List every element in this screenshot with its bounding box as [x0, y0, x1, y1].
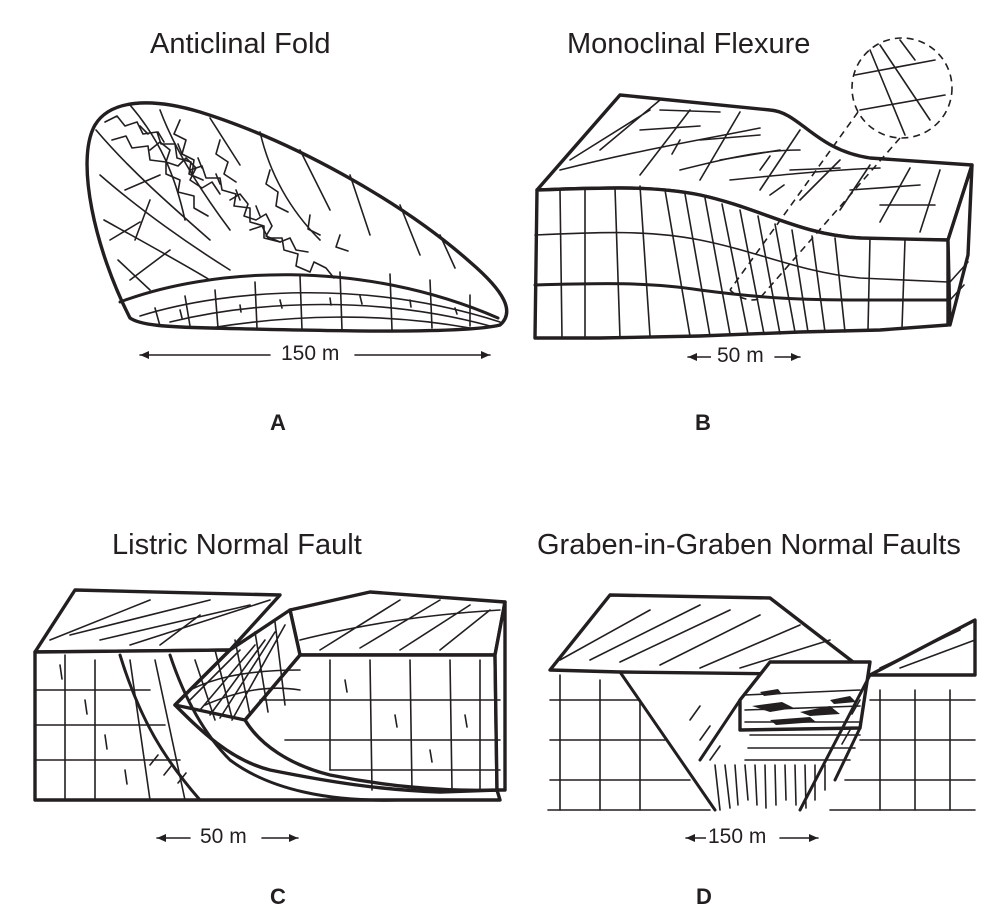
monoclinal-flexure-diagram [533, 37, 974, 340]
listric-normal-fault-diagram [33, 588, 507, 802]
panel-c-letter: C [270, 884, 286, 909]
panel-a-scale-label: 150 m [275, 342, 346, 366]
panel-b-title: Monoclinal Flexure [567, 28, 811, 60]
graben-normal-faults-diagram [547, 593, 977, 812]
anticlinal-fold-diagram [85, 101, 509, 333]
panel-b-scale-label: 50 m [711, 344, 770, 368]
panel-b-letter: B [695, 410, 711, 435]
panel-d-letter: D [696, 884, 712, 909]
panel-c-scale-label: 50 m [194, 825, 253, 849]
panel-a-title: Anticlinal Fold [150, 28, 331, 60]
panel-c-title: Listric Normal Fault [112, 529, 362, 561]
magnifier-circle [851, 37, 953, 139]
panel-d-title: Graben-in-Graben Normal Faults [537, 529, 961, 561]
panel-a-letter: A [270, 410, 286, 435]
panel-d-scale-label: 150 m [706, 825, 769, 849]
